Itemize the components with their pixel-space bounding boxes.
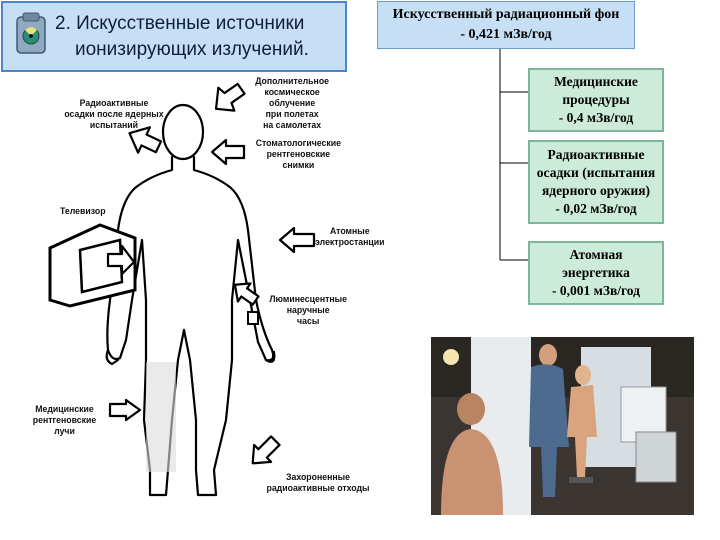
xray-room-photo <box>431 337 694 515</box>
source-box-fallout: Радиоактивные осадки (испытания ядерного… <box>528 140 664 224</box>
source-label: Радиоактивные <box>547 147 645 162</box>
arrow-npp <box>278 226 316 254</box>
xray-highlight-leg <box>146 362 176 472</box>
background-title: Искусственный радиационный фон <box>392 7 620 22</box>
title-line-1: 2. Искусственные источники <box>55 13 305 34</box>
human-body-illustration <box>48 82 316 497</box>
radiation-flask-icon <box>16 12 46 54</box>
source-label: энергетика <box>562 265 630 280</box>
background-value: - 0,421 мЗв/год <box>460 27 552 42</box>
source-label: осадки (испытания <box>536 165 656 180</box>
source-value: - 0,4 мЗв/год <box>558 110 634 125</box>
arrow-dental <box>210 138 246 166</box>
arrow-watch <box>233 282 260 306</box>
source-label: ядерного оружия) <box>541 183 651 198</box>
label-cosmic: Дополнительное космическое облучение при… <box>255 76 330 131</box>
label-npp: Атомные электростанции <box>315 226 385 248</box>
slide-title-box: 2. Искусственные источники ионизирующих … <box>1 1 347 72</box>
label-xray: Медицинские рентгеновские лучи <box>32 404 97 437</box>
arrow-fallout <box>128 126 163 154</box>
wrist-watch-icon <box>247 311 259 325</box>
source-label: процедуры <box>562 92 630 107</box>
source-box-medical: Медицинские процедуры - 0,4 мЗв/год <box>528 68 664 132</box>
arrow-tv <box>106 244 136 276</box>
artificial-background-box: Искусственный радиационный фон - 0,421 м… <box>377 1 635 49</box>
source-value: - 0,001 мЗв/год <box>552 283 640 298</box>
arrow-xray <box>108 398 142 422</box>
label-waste: Захороненные радиоактивные отходы <box>266 472 370 494</box>
label-fallout: Радиоактивные осадки после ядерных испыт… <box>64 98 164 131</box>
label-tv: Телевизор <box>59 206 106 217</box>
label-watch: Люминесцентные наручные часы <box>269 294 347 327</box>
source-label: Атомная <box>569 247 623 262</box>
source-label: Медицинские <box>554 74 638 89</box>
title-line-2: ионизирующих излучений. <box>75 39 309 60</box>
slide-title: 2. Искусственные источники ионизирующих … <box>55 11 345 63</box>
source-value: - 0,02 мЗв/год <box>555 201 637 216</box>
label-dental: Стоматологические рентгеновские снимки <box>255 138 341 171</box>
arrow-cosmic <box>214 82 246 112</box>
source-box-nuclear: Атомная энергетика - 0,001 мЗв/год <box>528 241 664 305</box>
arrow-waste <box>251 435 281 465</box>
television-icon <box>48 223 137 308</box>
